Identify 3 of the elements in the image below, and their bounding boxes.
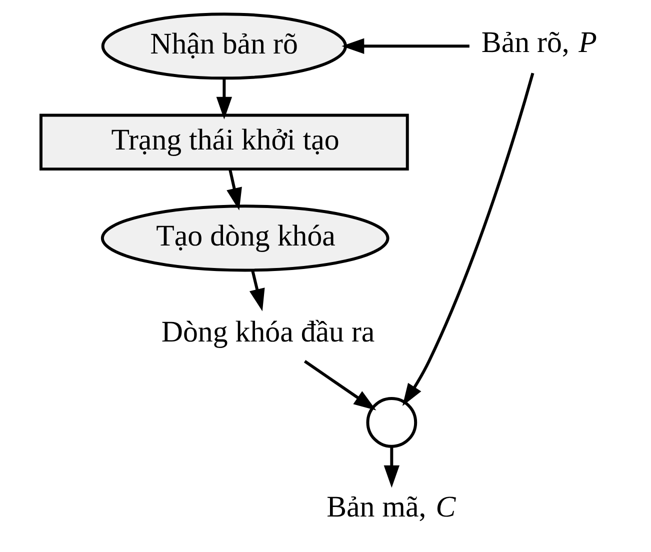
node-text: Dòng khóa đầu ra	[161, 316, 375, 349]
node-text: Bản mã, C	[326, 490, 456, 524]
node-text: Bản rõ, P	[481, 26, 597, 60]
